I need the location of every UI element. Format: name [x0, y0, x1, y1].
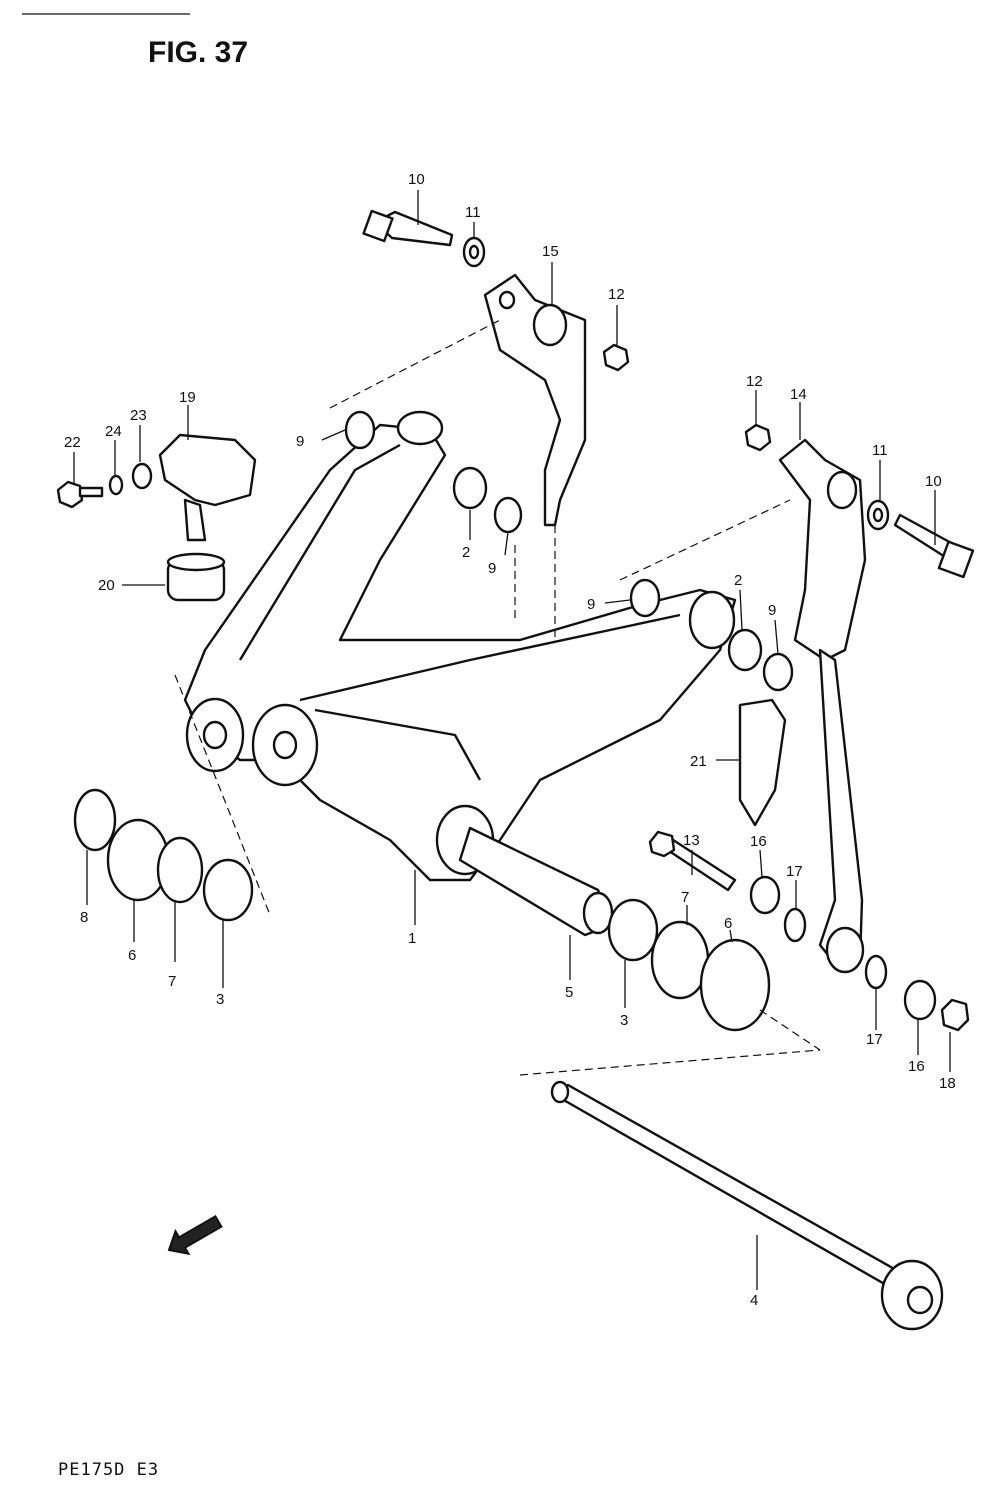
callout-2: 2 [462, 544, 470, 561]
washer-hole [468, 244, 480, 260]
bearing-3-left-part [202, 858, 254, 922]
callouts: 1 2 2 3 3 4 5 6 6 7 7 8 9 9 9 9 10 10 11… [64, 171, 956, 1309]
nut-12-right-part [744, 423, 772, 452]
seal-9-a-part [344, 410, 376, 450]
callout-2: 2 [734, 572, 742, 589]
callout-3: 3 [216, 991, 224, 1008]
callout-3: 3 [620, 1012, 628, 1029]
callout-1: 1 [408, 930, 416, 947]
callout-16: 16 [750, 833, 767, 850]
washer-hole [872, 507, 884, 523]
callout-11: 11 [872, 442, 888, 459]
callout-20: 20 [98, 577, 115, 594]
callout-17: 17 [786, 863, 803, 880]
callout-10: 10 [408, 171, 425, 188]
pivot-shaft-part [550, 1080, 944, 1331]
callout-9: 9 [587, 596, 595, 613]
bushing-2-right-part [727, 628, 763, 672]
callout-24: 24 [105, 423, 122, 440]
seal-9-c-part [629, 578, 661, 618]
washer-7-left-part [156, 836, 204, 904]
washer-24-part [108, 474, 124, 496]
washer-7-right-part [650, 920, 710, 1000]
callout-22: 22 [64, 434, 81, 451]
callout-13: 13 [683, 832, 700, 849]
bolt-13-part [648, 830, 737, 892]
swing-arm-part [183, 410, 737, 882]
bushing-16-b-part [903, 979, 937, 1021]
seal-9-d-part [762, 652, 794, 692]
callout-7: 7 [168, 973, 176, 990]
bushing-2-left-part [452, 466, 488, 510]
callout-10: 10 [925, 473, 942, 490]
callout-18: 18 [939, 1075, 956, 1092]
callout-16: 16 [908, 1058, 925, 1075]
pivot-tube-part [458, 826, 614, 937]
callout-5: 5 [565, 984, 573, 1001]
seal-6-right-part [699, 938, 771, 1032]
cushion-lever-right-part [778, 438, 867, 974]
fwd-arrow-icon [167, 1214, 223, 1256]
footer-model-code: PE175D E3 [58, 1460, 160, 1480]
callout-9: 9 [296, 433, 304, 450]
callout-12: 12 [746, 373, 763, 390]
leader-lines [73, 190, 951, 1290]
bolt-10-right-part [893, 513, 975, 579]
callout-12: 12 [608, 286, 625, 303]
callout-4: 4 [750, 1292, 758, 1309]
cover-21-part [738, 698, 787, 827]
callout-14: 14 [790, 386, 807, 403]
callout-9: 9 [768, 602, 776, 619]
callout-15: 15 [542, 243, 559, 260]
bolt-22-part [56, 480, 104, 509]
nut-18-part [940, 998, 970, 1032]
assembly-lines [174, 319, 821, 1076]
callout-6: 6 [724, 915, 732, 932]
ring-17-b-part [864, 954, 888, 990]
callout-8: 8 [80, 909, 88, 926]
cap-8-part [73, 788, 117, 852]
callout-19: 19 [179, 389, 196, 406]
callout-23: 23 [130, 407, 147, 424]
nut-12-top-part [602, 343, 630, 372]
bearing-3-right-part [607, 898, 659, 962]
seal-9-b-part [493, 496, 523, 534]
bushing-16-a-part [749, 875, 781, 915]
washer-23-part [131, 462, 153, 490]
callout-17: 17 [866, 1031, 883, 1048]
figure-title: FIG. 37 [148, 36, 249, 69]
bracket-19-part [158, 433, 257, 542]
callout-9: 9 [488, 560, 496, 577]
callout-6: 6 [128, 947, 136, 964]
stopper-20-part [166, 552, 226, 602]
callout-7: 7 [681, 889, 689, 906]
cushion-lever-left-part [483, 273, 587, 527]
callout-11: 11 [465, 204, 481, 221]
ring-17-a-part [783, 907, 807, 943]
bolt-10-top-part [362, 209, 454, 247]
callout-21: 21 [690, 753, 707, 770]
